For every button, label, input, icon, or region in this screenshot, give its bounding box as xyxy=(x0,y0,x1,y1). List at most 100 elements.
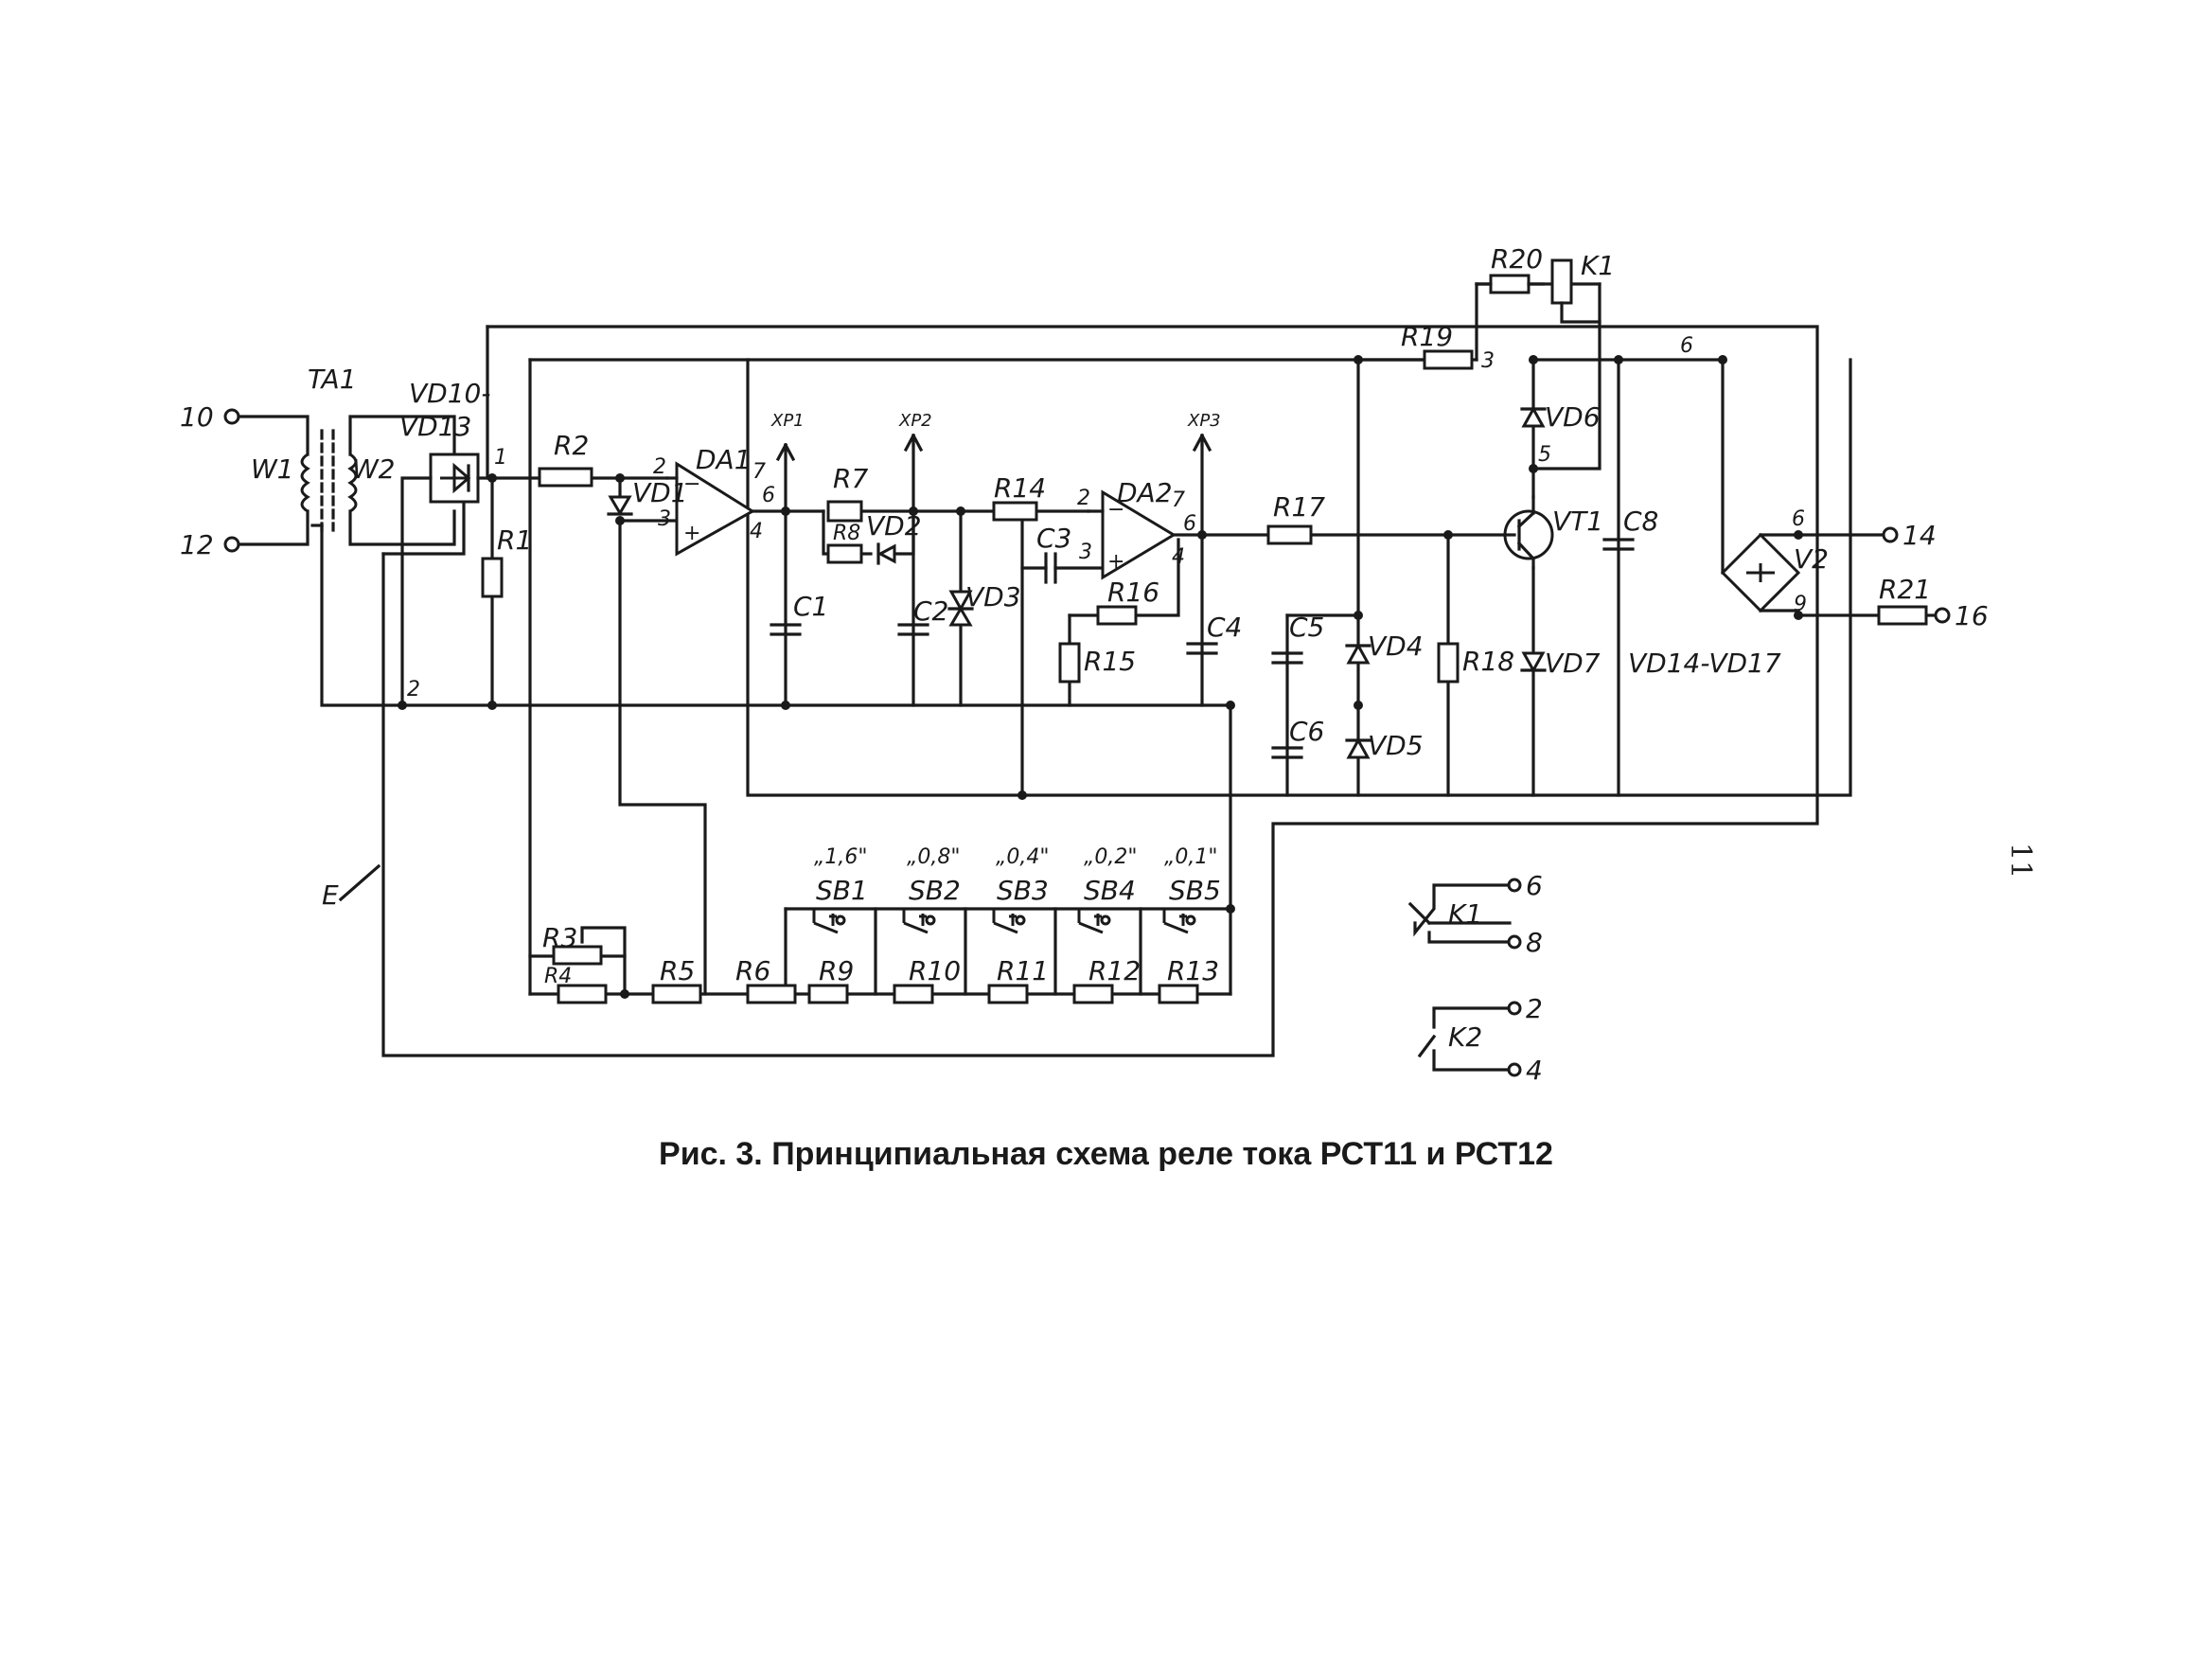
label-sb4-value: „0,2" xyxy=(1084,845,1138,869)
resistor-r12 xyxy=(1072,984,1114,1004)
resistor-r7 xyxy=(826,500,863,523)
resistor-r13 xyxy=(1158,984,1199,1004)
label-r12: R12 xyxy=(1088,955,1141,986)
capacitor-c8 xyxy=(1602,538,1635,551)
terminal-2[interactable] xyxy=(1507,1001,1522,1016)
label-da2-pin7: 7 xyxy=(1172,488,1185,512)
label-k1-coil: K1 xyxy=(1581,250,1615,281)
label-node-5: 5 xyxy=(1538,443,1551,467)
label-r5: R5 xyxy=(660,955,695,986)
capacitor-c6 xyxy=(1271,746,1303,759)
label-r17: R17 xyxy=(1273,491,1325,523)
label-da1-pin3: 3 xyxy=(658,507,671,531)
resistor-r15 xyxy=(1058,642,1081,684)
label-node-2: 2 xyxy=(407,678,420,701)
figure-caption: Рис. 3. Принципиальная схема реле тока Р… xyxy=(659,1136,1553,1172)
button-sb4 xyxy=(1077,909,1111,934)
label-da1-pin4: 4 xyxy=(750,520,763,543)
resistor-r14 xyxy=(992,501,1038,522)
label-da1-pin6: 6 xyxy=(762,484,775,507)
push-buttons xyxy=(812,909,1196,934)
winding-w1 xyxy=(300,453,310,513)
resistor-r20 xyxy=(1489,274,1531,294)
label-sb2-value: „0,8" xyxy=(907,845,961,869)
label-w2: W2 xyxy=(352,453,396,485)
resistor-r16 xyxy=(1096,605,1138,626)
label-xp2: XP2 xyxy=(898,411,932,431)
button-sb3 xyxy=(992,909,1026,934)
label-r3: R3 xyxy=(542,922,577,953)
label-da2-pin6: 6 xyxy=(1183,512,1196,536)
zener-vd3 xyxy=(947,590,974,627)
label-r15: R15 xyxy=(1084,646,1136,677)
resistor-r9 xyxy=(807,984,849,1004)
opamp-da1 xyxy=(665,461,755,557)
label-sb3: SB3 xyxy=(997,875,1049,906)
resistor-r21 xyxy=(1877,605,1928,626)
label-da2-pin2: 2 xyxy=(1077,487,1090,510)
page-number: 11 xyxy=(2004,843,2037,879)
label-c5: C5 xyxy=(1289,612,1324,643)
label-da2-minus: − xyxy=(1107,498,1124,522)
label-terminal-2: 2 xyxy=(1526,993,1543,1024)
label-c4: C4 xyxy=(1207,612,1242,643)
opamp-da2 xyxy=(1087,489,1177,580)
relay-coil-k1 xyxy=(1550,258,1601,324)
terminal-14[interactable] xyxy=(1882,526,1899,543)
label-terminal-4: 4 xyxy=(1526,1055,1543,1086)
resistor-r11 xyxy=(987,984,1029,1004)
label-da1-pin7: 7 xyxy=(752,460,766,484)
resistor-r18 xyxy=(1437,642,1460,684)
label-sb2: SB2 xyxy=(909,875,961,906)
label-r14: R14 xyxy=(994,472,1046,504)
capacitor-c5 xyxy=(1271,651,1303,665)
label-r13: R13 xyxy=(1167,955,1219,986)
terminal-16[interactable] xyxy=(1934,607,1951,624)
label-k2-contact: K2 xyxy=(1448,1021,1482,1053)
label-c6: C6 xyxy=(1289,716,1324,747)
label-r9: R9 xyxy=(819,955,854,986)
terminal-8[interactable] xyxy=(1507,934,1522,950)
label-vd5: VD5 xyxy=(1368,730,1424,761)
label-r7: R7 xyxy=(833,463,868,494)
transistor-vt1 xyxy=(1503,495,1554,570)
label-sb4: SB4 xyxy=(1084,875,1136,906)
button-sb2 xyxy=(902,909,936,934)
text-labels: TA1 W1 W2 VD10- VD13 10 12 1 2 R2 R1 VD1… xyxy=(180,243,2037,1086)
label-e: E xyxy=(322,879,339,911)
capacitor-c4 xyxy=(1186,642,1218,655)
terminal-4[interactable] xyxy=(1507,1062,1522,1077)
zener-vd5 xyxy=(1345,737,1371,759)
zener-vd4 xyxy=(1345,642,1371,665)
label-vt1: VT1 xyxy=(1552,506,1603,537)
resistor-r2 xyxy=(538,467,593,488)
terminal-6[interactable] xyxy=(1507,878,1522,893)
label-c1: C1 xyxy=(793,591,828,622)
label-da1: DA1 xyxy=(696,444,752,475)
resistor-r8 xyxy=(826,543,863,564)
label-xp1: XP1 xyxy=(770,411,805,431)
test-points xyxy=(775,433,1212,462)
label-da2-pin3: 3 xyxy=(1079,541,1092,564)
label-c8: C8 xyxy=(1623,506,1658,537)
label-terminal-14: 14 xyxy=(1902,520,1937,551)
label-r6: R6 xyxy=(735,955,770,986)
label-sb1-value: „1,6" xyxy=(814,845,868,869)
resistor-r3 xyxy=(552,945,603,966)
label-da2: DA2 xyxy=(1117,477,1173,508)
terminal-12[interactable] xyxy=(223,536,240,553)
diode-vd6 xyxy=(1520,405,1547,428)
label-terminal-8: 8 xyxy=(1526,927,1543,958)
label-vd1: VD1 xyxy=(632,477,688,508)
label-r1: R1 xyxy=(497,524,532,556)
label-r16: R16 xyxy=(1107,577,1159,608)
label-terminal-16: 16 xyxy=(1955,600,1989,631)
label-da2-plus: + xyxy=(1107,550,1124,574)
label-vd13: VD13 xyxy=(399,411,471,442)
label-k1-contact: K1 xyxy=(1448,898,1482,930)
label-sb5: SB5 xyxy=(1169,875,1221,906)
terminal-10[interactable] xyxy=(223,408,240,425)
resistor-r10 xyxy=(893,984,934,1004)
contact-k2 xyxy=(1417,1001,1522,1077)
